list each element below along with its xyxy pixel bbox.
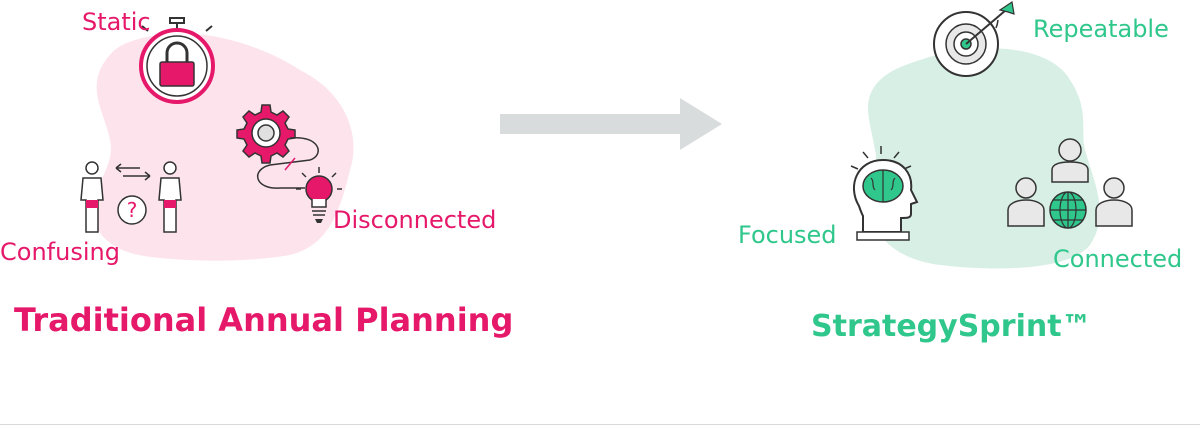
- label-focused: Focused: [738, 221, 837, 249]
- target-icon: [933, 0, 1015, 77]
- padlock-stopwatch-icon: [139, 17, 215, 104]
- brain-head-icon: [850, 146, 919, 241]
- people-globe-icon: [1007, 138, 1133, 229]
- right-title: StrategySprint™: [811, 309, 1092, 344]
- lightbulb-icon: [296, 167, 342, 223]
- label-confusing: Confusing: [0, 238, 120, 266]
- left-title: Traditional Annual Planning: [14, 301, 514, 339]
- label-static: Static: [82, 8, 151, 36]
- bottom-divider: [0, 424, 1200, 425]
- label-connected: Connected: [1053, 245, 1183, 273]
- people-question-icon: ?: [80, 161, 182, 233]
- connector-line: [256, 137, 319, 189]
- svg-text:?: ?: [127, 198, 138, 222]
- right-arrow-icon: [500, 98, 722, 150]
- label-repeatable: Repeatable: [1033, 15, 1169, 43]
- label-disconnected: Disconnected: [333, 206, 497, 234]
- gear-icon: [236, 104, 296, 164]
